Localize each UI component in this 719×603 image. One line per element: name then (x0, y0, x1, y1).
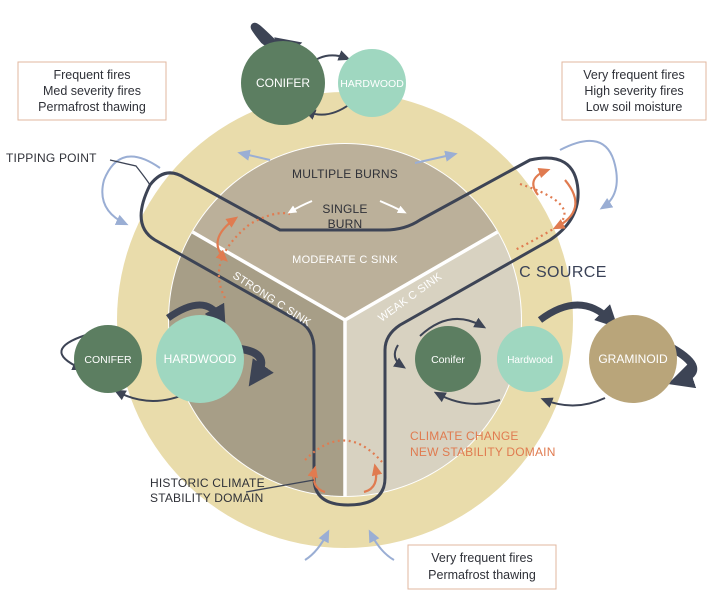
top-right-box-line-1: Very frequent fires (583, 68, 684, 82)
right-conifer-node (415, 326, 481, 392)
c-source-label: C SOURCE (519, 264, 607, 281)
right-hardwood-node (497, 326, 563, 392)
bottom-box-line-1: Very frequent fires (431, 551, 532, 565)
outer-feedback-arrows (101, 140, 618, 561)
left-hardwood-node (156, 315, 244, 403)
single-burn-label-line-2: BURN (328, 217, 363, 231)
top-conifer-label: CONIFER (256, 76, 310, 90)
top-hardwood-label: HARDWOOD (340, 78, 404, 90)
top-left-conditions-box (17, 61, 167, 121)
top-right-conditions-box (561, 61, 707, 121)
top-right-box-line-3: Low soil moisture (586, 100, 683, 114)
single-burn-arrows (287, 200, 407, 214)
top-hardwood-node (338, 49, 406, 117)
historic-domain-label-line-1: HISTORIC CLIMATE (150, 476, 265, 490)
right-hardwood-label: Hardwood (507, 355, 553, 366)
sector-moderate-c-sink (192, 144, 498, 320)
multiple-burns-arrows (237, 149, 458, 164)
right-conifer-label: Conifer (431, 354, 465, 366)
right-graminoid-label: GRAMINOID (598, 352, 668, 366)
top-right-box-line-2: High severity fires (584, 84, 683, 98)
moderate-c-sink-label: MODERATE C SINK (292, 254, 398, 266)
climate-change-label-line-2: NEW STABILITY DOMAIN (410, 445, 556, 459)
top-left-box-line-2: Med severity fires (43, 84, 141, 98)
historic-domain-leader (245, 479, 315, 493)
bottom-conditions-box (407, 544, 557, 590)
top-conifer-node (241, 41, 325, 125)
right-graminoid-node (589, 315, 677, 403)
orange-shift-arrows (215, 168, 577, 494)
left-conifer-node (74, 325, 142, 393)
single-burn-label-line-1: SINGLE (322, 202, 367, 216)
left-conifer-label: CONIFER (84, 354, 132, 366)
historic-domain-label-line-2: STABILITY DOMAIN (150, 491, 263, 505)
multiple-burns-label: MULTIPLE BURNS (292, 167, 398, 181)
right-community-transitions (393, 301, 697, 408)
left-hardwood-label: HARDWOOD (164, 352, 237, 366)
top-left-box-line-3: Permafrost thawing (38, 100, 146, 114)
bottom-box-line-2: Permafrost thawing (428, 568, 536, 582)
tipping-point-leader (109, 159, 151, 186)
climate-change-label-line-1: CLIMATE CHANGE (410, 429, 519, 443)
historic-stability-domain-outline (139, 156, 580, 507)
top-left-box-line-1: Frequent fires (53, 68, 130, 82)
tipping-point-label: TIPPING POINT (6, 151, 97, 165)
